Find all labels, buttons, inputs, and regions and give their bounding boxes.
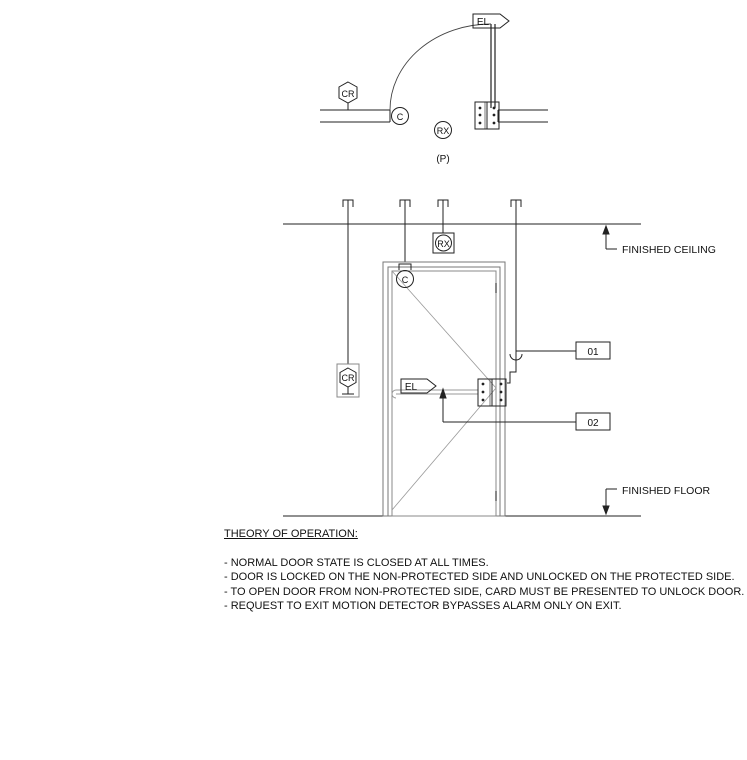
elevation-hinge-symbol bbox=[477, 378, 507, 407]
elevation-c-tag: C bbox=[402, 275, 409, 285]
theory-of-operation-notes: THEORY OF OPERATION: - NORMAL DOOR STATE… bbox=[224, 527, 745, 614]
plan-hinge-symbol bbox=[474, 101, 500, 130]
callout-02: 02 bbox=[439, 387, 611, 431]
elevation-el-tag: EL bbox=[405, 382, 418, 393]
conduit-hinge bbox=[507, 200, 517, 384]
finished-ceiling-label: FINISHED CEILING bbox=[622, 244, 716, 256]
elevation-card-reader-symbol: CR bbox=[336, 363, 360, 398]
rex-motion-detector-symbol: RX bbox=[432, 232, 455, 254]
plan-right-wall bbox=[497, 109, 548, 123]
plan-left-wall bbox=[320, 109, 391, 123]
plan-rex-symbol: RX bbox=[434, 121, 452, 139]
note-line: - REQUEST TO EXIT MOTION DETECTOR BYPASS… bbox=[224, 600, 622, 612]
plan-door-closer-symbol: C bbox=[391, 107, 409, 125]
plan-cr-tag: CR bbox=[342, 89, 355, 99]
callout-01-label: 01 bbox=[587, 347, 599, 358]
plan-c-tag: C bbox=[397, 112, 404, 122]
note-line: - NORMAL DOOR STATE IS CLOSED AT ALL TIM… bbox=[224, 556, 489, 569]
callout-02-label: 02 bbox=[587, 418, 599, 429]
plan-card-reader-symbol: CR bbox=[338, 81, 358, 111]
plan-el-tag: EL bbox=[477, 17, 490, 28]
plan-door-leaf bbox=[490, 24, 496, 108]
finished-floor-label: FINISHED FLOOR bbox=[622, 485, 711, 497]
note-line: - DOOR IS LOCKED ON THE NON-PROTECTED SI… bbox=[224, 571, 735, 583]
elevation-door-closer-symbol: C bbox=[396, 263, 414, 288]
finished-ceiling-marker: FINISHED CEILING bbox=[602, 224, 716, 256]
elevation-view: RX C bbox=[283, 199, 716, 517]
callout-01: 01 bbox=[509, 341, 611, 361]
plan-view: CR C RX (P) EL bbox=[320, 13, 548, 165]
elevation-rx-tag: RX bbox=[437, 239, 450, 249]
plan-protected-side-label: (P) bbox=[436, 154, 449, 165]
note-line: - TO OPEN DOOR FROM NON-PROTECTED SIDE, … bbox=[224, 585, 745, 598]
plan-door-swing-arc bbox=[389, 23, 492, 111]
elevation-cr-tag: CR bbox=[342, 373, 355, 383]
exit-device-bar bbox=[391, 389, 478, 399]
elevation-electric-lock-symbol: EL bbox=[400, 378, 437, 394]
plan-electric-lock-symbol: EL bbox=[472, 13, 510, 29]
notes-heading: THEORY OF OPERATION: bbox=[224, 528, 358, 540]
finished-floor-marker: FINISHED FLOOR bbox=[602, 485, 711, 516]
plan-rx-tag: RX bbox=[437, 126, 450, 136]
